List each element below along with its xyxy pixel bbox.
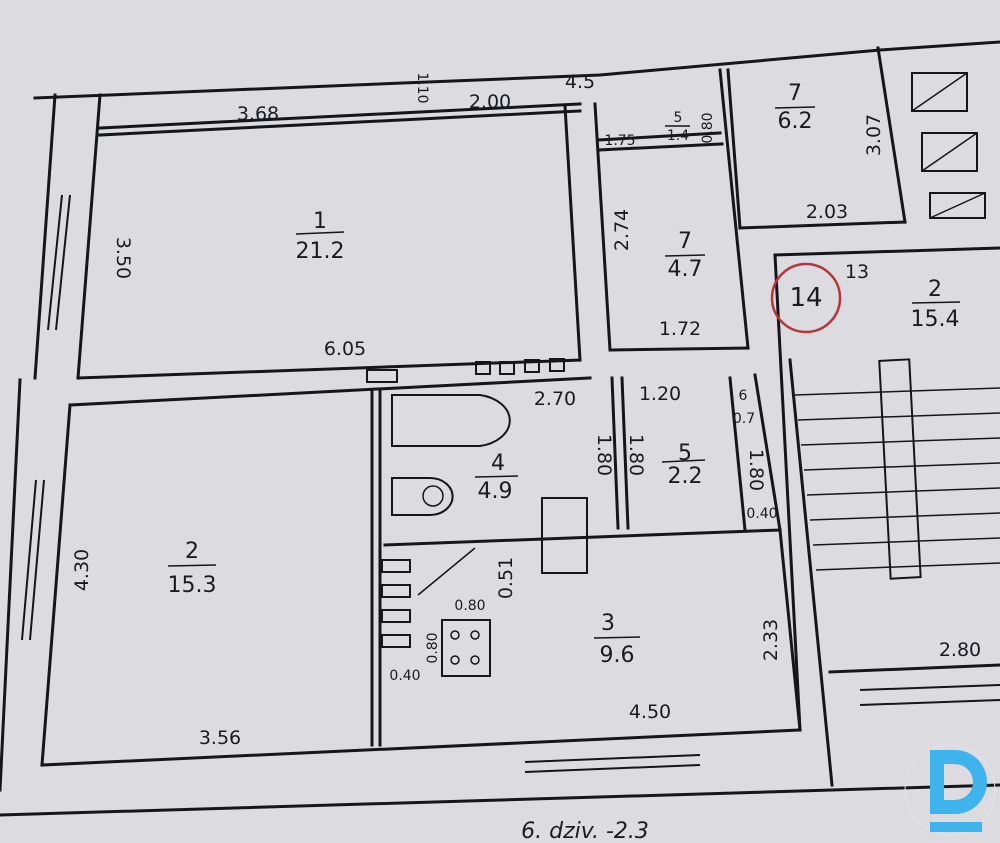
dimension: 4.5 bbox=[565, 71, 595, 93]
dimension: 2.03 bbox=[806, 201, 848, 223]
plan-caption: 6. dziv. -2.3 bbox=[521, 819, 649, 843]
room-area: 6.2 bbox=[778, 109, 813, 134]
room-area: 15.4 bbox=[911, 307, 960, 332]
stove bbox=[441, 619, 491, 677]
dimension: 0.80 bbox=[425, 632, 441, 663]
room-area: 21.2 bbox=[296, 239, 345, 264]
dimension: 4.30 bbox=[71, 549, 93, 591]
dimension: 2.33 bbox=[760, 619, 782, 661]
room-area: 2.2 bbox=[668, 464, 703, 489]
dimension: 6.05 bbox=[324, 338, 366, 360]
room-number: 7 bbox=[788, 81, 802, 106]
dimension: 0.40 bbox=[746, 506, 777, 522]
logo-watermark bbox=[904, 744, 996, 836]
dimension: 1.72 bbox=[659, 318, 701, 340]
dimension: 0.40 bbox=[389, 668, 420, 684]
walls bbox=[0, 40, 1000, 817]
room-number: 1 bbox=[313, 209, 327, 234]
room-area: 15.3 bbox=[168, 573, 217, 598]
dimension: 4.50 bbox=[629, 701, 671, 723]
neighbor-apartment-number: 13 bbox=[845, 261, 869, 283]
dimension: 0.80 bbox=[454, 598, 485, 614]
room-number: 3 bbox=[601, 611, 615, 636]
dimension: 2.70 bbox=[534, 388, 576, 410]
dimension: 3.07 bbox=[863, 114, 885, 156]
room-number: 6 bbox=[739, 388, 748, 404]
dimension: 1.80 bbox=[625, 434, 647, 476]
toilet bbox=[391, 477, 454, 516]
room-number: 2 bbox=[185, 539, 199, 564]
room-area: 0.7 bbox=[733, 411, 755, 427]
room-area: 1.4 bbox=[667, 128, 689, 144]
room-number: 5 bbox=[678, 441, 692, 466]
bathtub bbox=[391, 394, 511, 447]
apartment-circle-marker bbox=[770, 262, 842, 334]
dimension: 0.51 bbox=[495, 557, 517, 599]
dimension: 1.20 bbox=[639, 383, 681, 405]
fixtures bbox=[391, 394, 588, 677]
dimension: 1.80 bbox=[593, 434, 615, 476]
dimension: 3.50 bbox=[112, 237, 134, 279]
room-number: 4 bbox=[491, 451, 505, 476]
dimension: 2.00 bbox=[469, 91, 511, 113]
room-area: 9.6 bbox=[600, 643, 635, 668]
room-area: 4.9 bbox=[478, 479, 513, 504]
ventilation-shafts bbox=[366, 72, 986, 648]
dimension: 3.56 bbox=[199, 727, 241, 749]
sink bbox=[541, 497, 588, 574]
room-number: 7 bbox=[678, 229, 692, 254]
room-number: 2 bbox=[928, 277, 942, 302]
room-number: 5 bbox=[674, 110, 683, 126]
staircase bbox=[794, 358, 1000, 580]
dimension: 2.74 bbox=[611, 209, 633, 251]
dimension-labels: 3.68 2.00 4.5 1.10 3.50 6.05 1.75 0.80 2… bbox=[71, 71, 981, 749]
dimension: 3.68 bbox=[237, 103, 279, 125]
dimension: 0.80 bbox=[700, 112, 716, 143]
dimension: 1.10 bbox=[414, 72, 430, 103]
room-area: 4.7 bbox=[668, 257, 703, 282]
dimension: 1.80 bbox=[745, 449, 767, 491]
dimension: 1.75 bbox=[604, 133, 635, 149]
dimension: 2.80 bbox=[939, 639, 981, 661]
windows bbox=[21, 194, 1000, 773]
room-labels: 1 21.2 2 15.3 7 4.7 7 6.2 2 15.4 4 4.9 5… bbox=[168, 81, 961, 668]
apartment-number: 14 bbox=[789, 283, 822, 313]
